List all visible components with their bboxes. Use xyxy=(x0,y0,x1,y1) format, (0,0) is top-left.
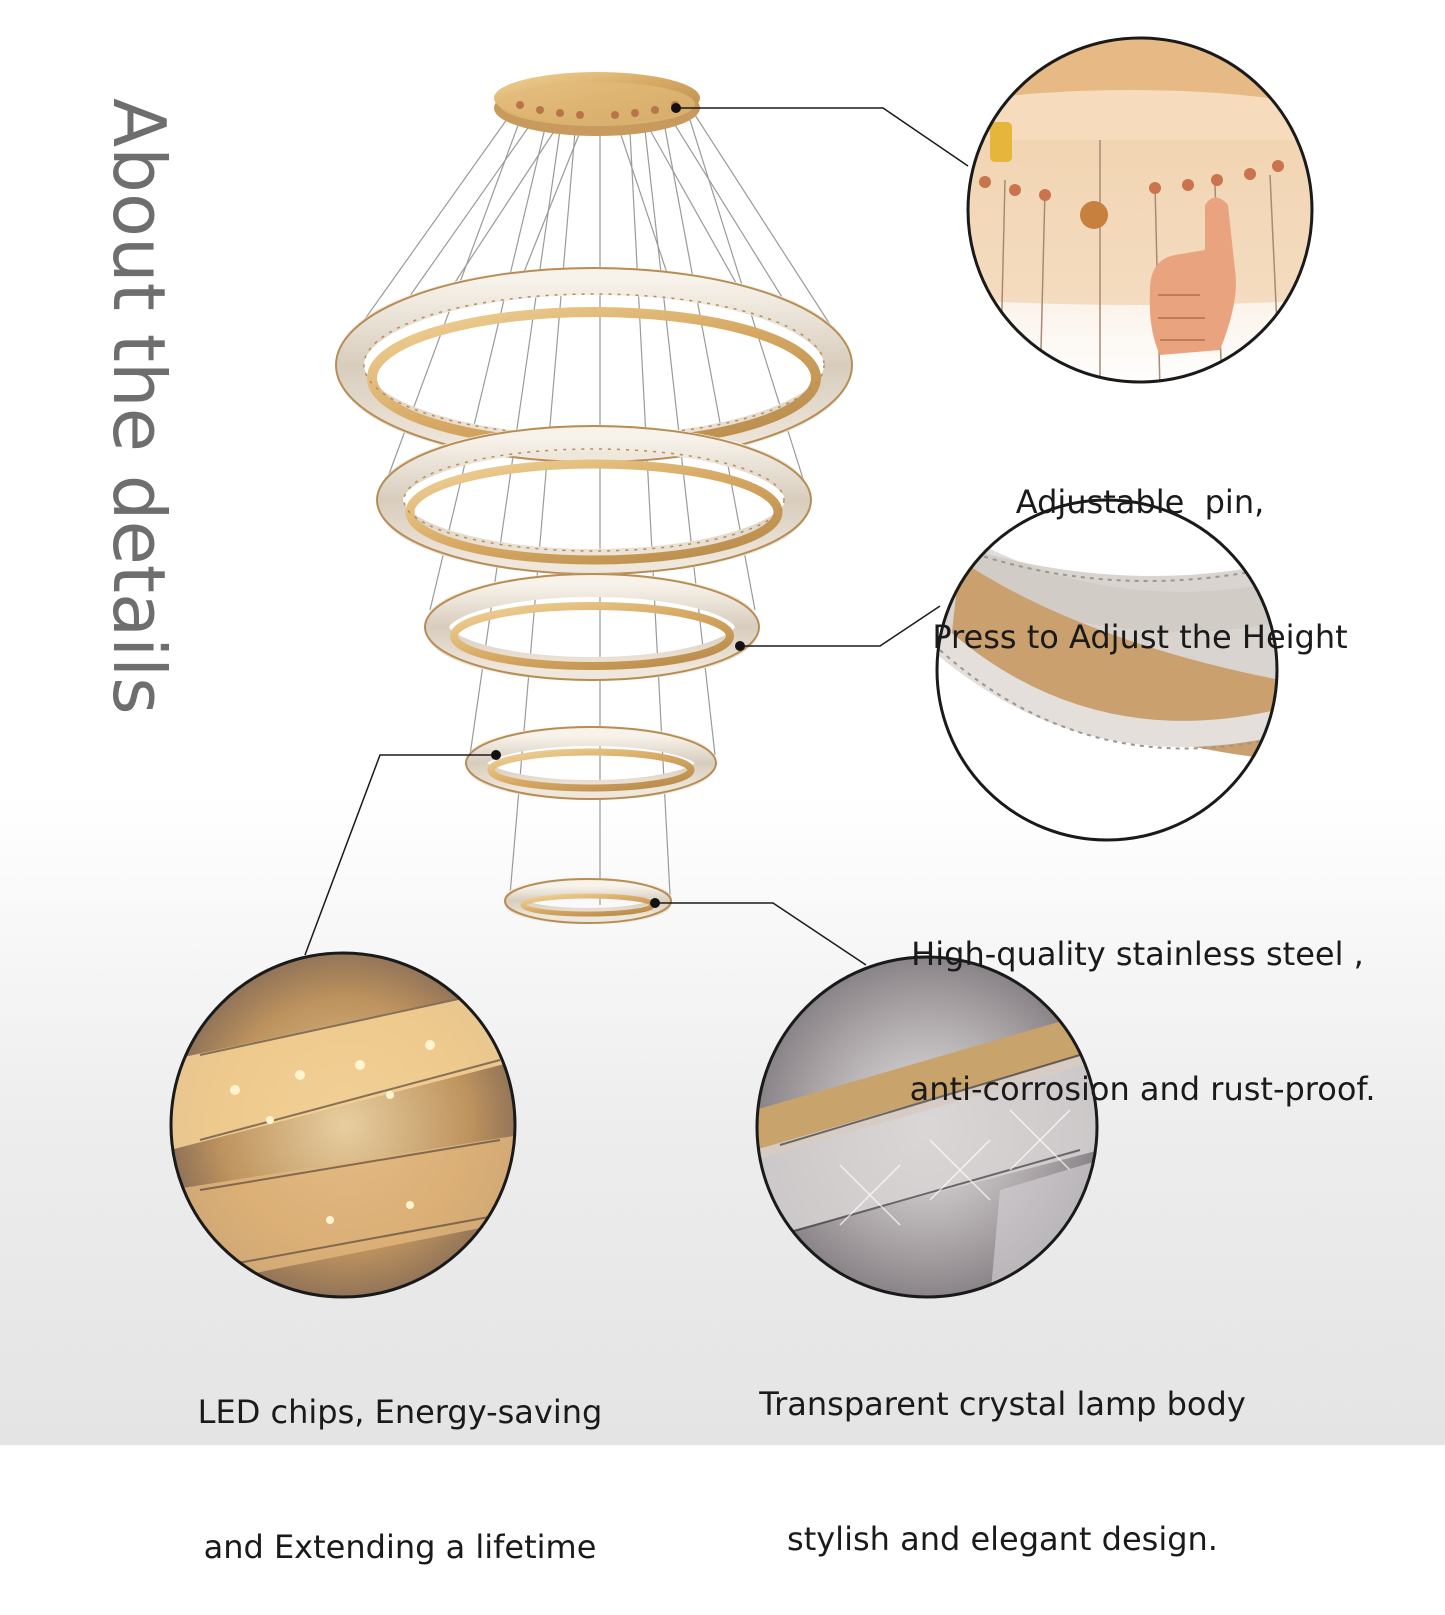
caption-steel: High-quality stainless steel , anti-corr… xyxy=(865,842,1410,1157)
caption-led-line1: LED chips, Energy-saving xyxy=(197,1393,603,1431)
detail-circle-led xyxy=(169,951,517,1299)
ring-5 xyxy=(504,878,672,924)
caption-pin-line2: Press to Adjust the Height xyxy=(932,618,1348,656)
caption-led-line2: and Extending a lifetime xyxy=(203,1528,597,1566)
caption-pin-line1: Adjustable pin, xyxy=(1015,483,1265,521)
product-illustration xyxy=(169,36,1314,1299)
caption-pin: Adjustable pin, Press to Adjust the Heig… xyxy=(905,390,1375,705)
callout-line-crystal xyxy=(655,902,867,966)
chandelier xyxy=(335,72,853,924)
detail-circle-crystal xyxy=(755,955,1099,1299)
callout-line-pin xyxy=(676,107,969,167)
ring-4 xyxy=(465,726,717,800)
callout-dots xyxy=(491,103,745,908)
caption-crystal-line1: Transparent crystal lamp body xyxy=(759,1385,1246,1423)
caption-crystal: Transparent crystal lamp body stylish an… xyxy=(720,1292,1285,1607)
callout-line-steel xyxy=(740,605,941,647)
caption-steel-line2: anti-corrosion and rust-proof. xyxy=(899,1070,1376,1108)
thumbs-up-icon xyxy=(1149,197,1236,355)
caption-crystal-line2: stylish and elegant design. xyxy=(787,1520,1218,1558)
ceiling-canopy xyxy=(494,72,700,136)
ring-3 xyxy=(424,573,760,681)
detail-circle-steel xyxy=(935,498,1279,842)
ring-2 xyxy=(376,425,812,575)
detail-circle-pin xyxy=(966,36,1314,384)
callout-line-led xyxy=(304,754,496,956)
callout-lines xyxy=(304,107,969,966)
caption-steel-line1: High-quality stainless steel , xyxy=(911,935,1364,973)
caption-led: LED chips, Energy-saving and Extending a… xyxy=(165,1300,635,1615)
